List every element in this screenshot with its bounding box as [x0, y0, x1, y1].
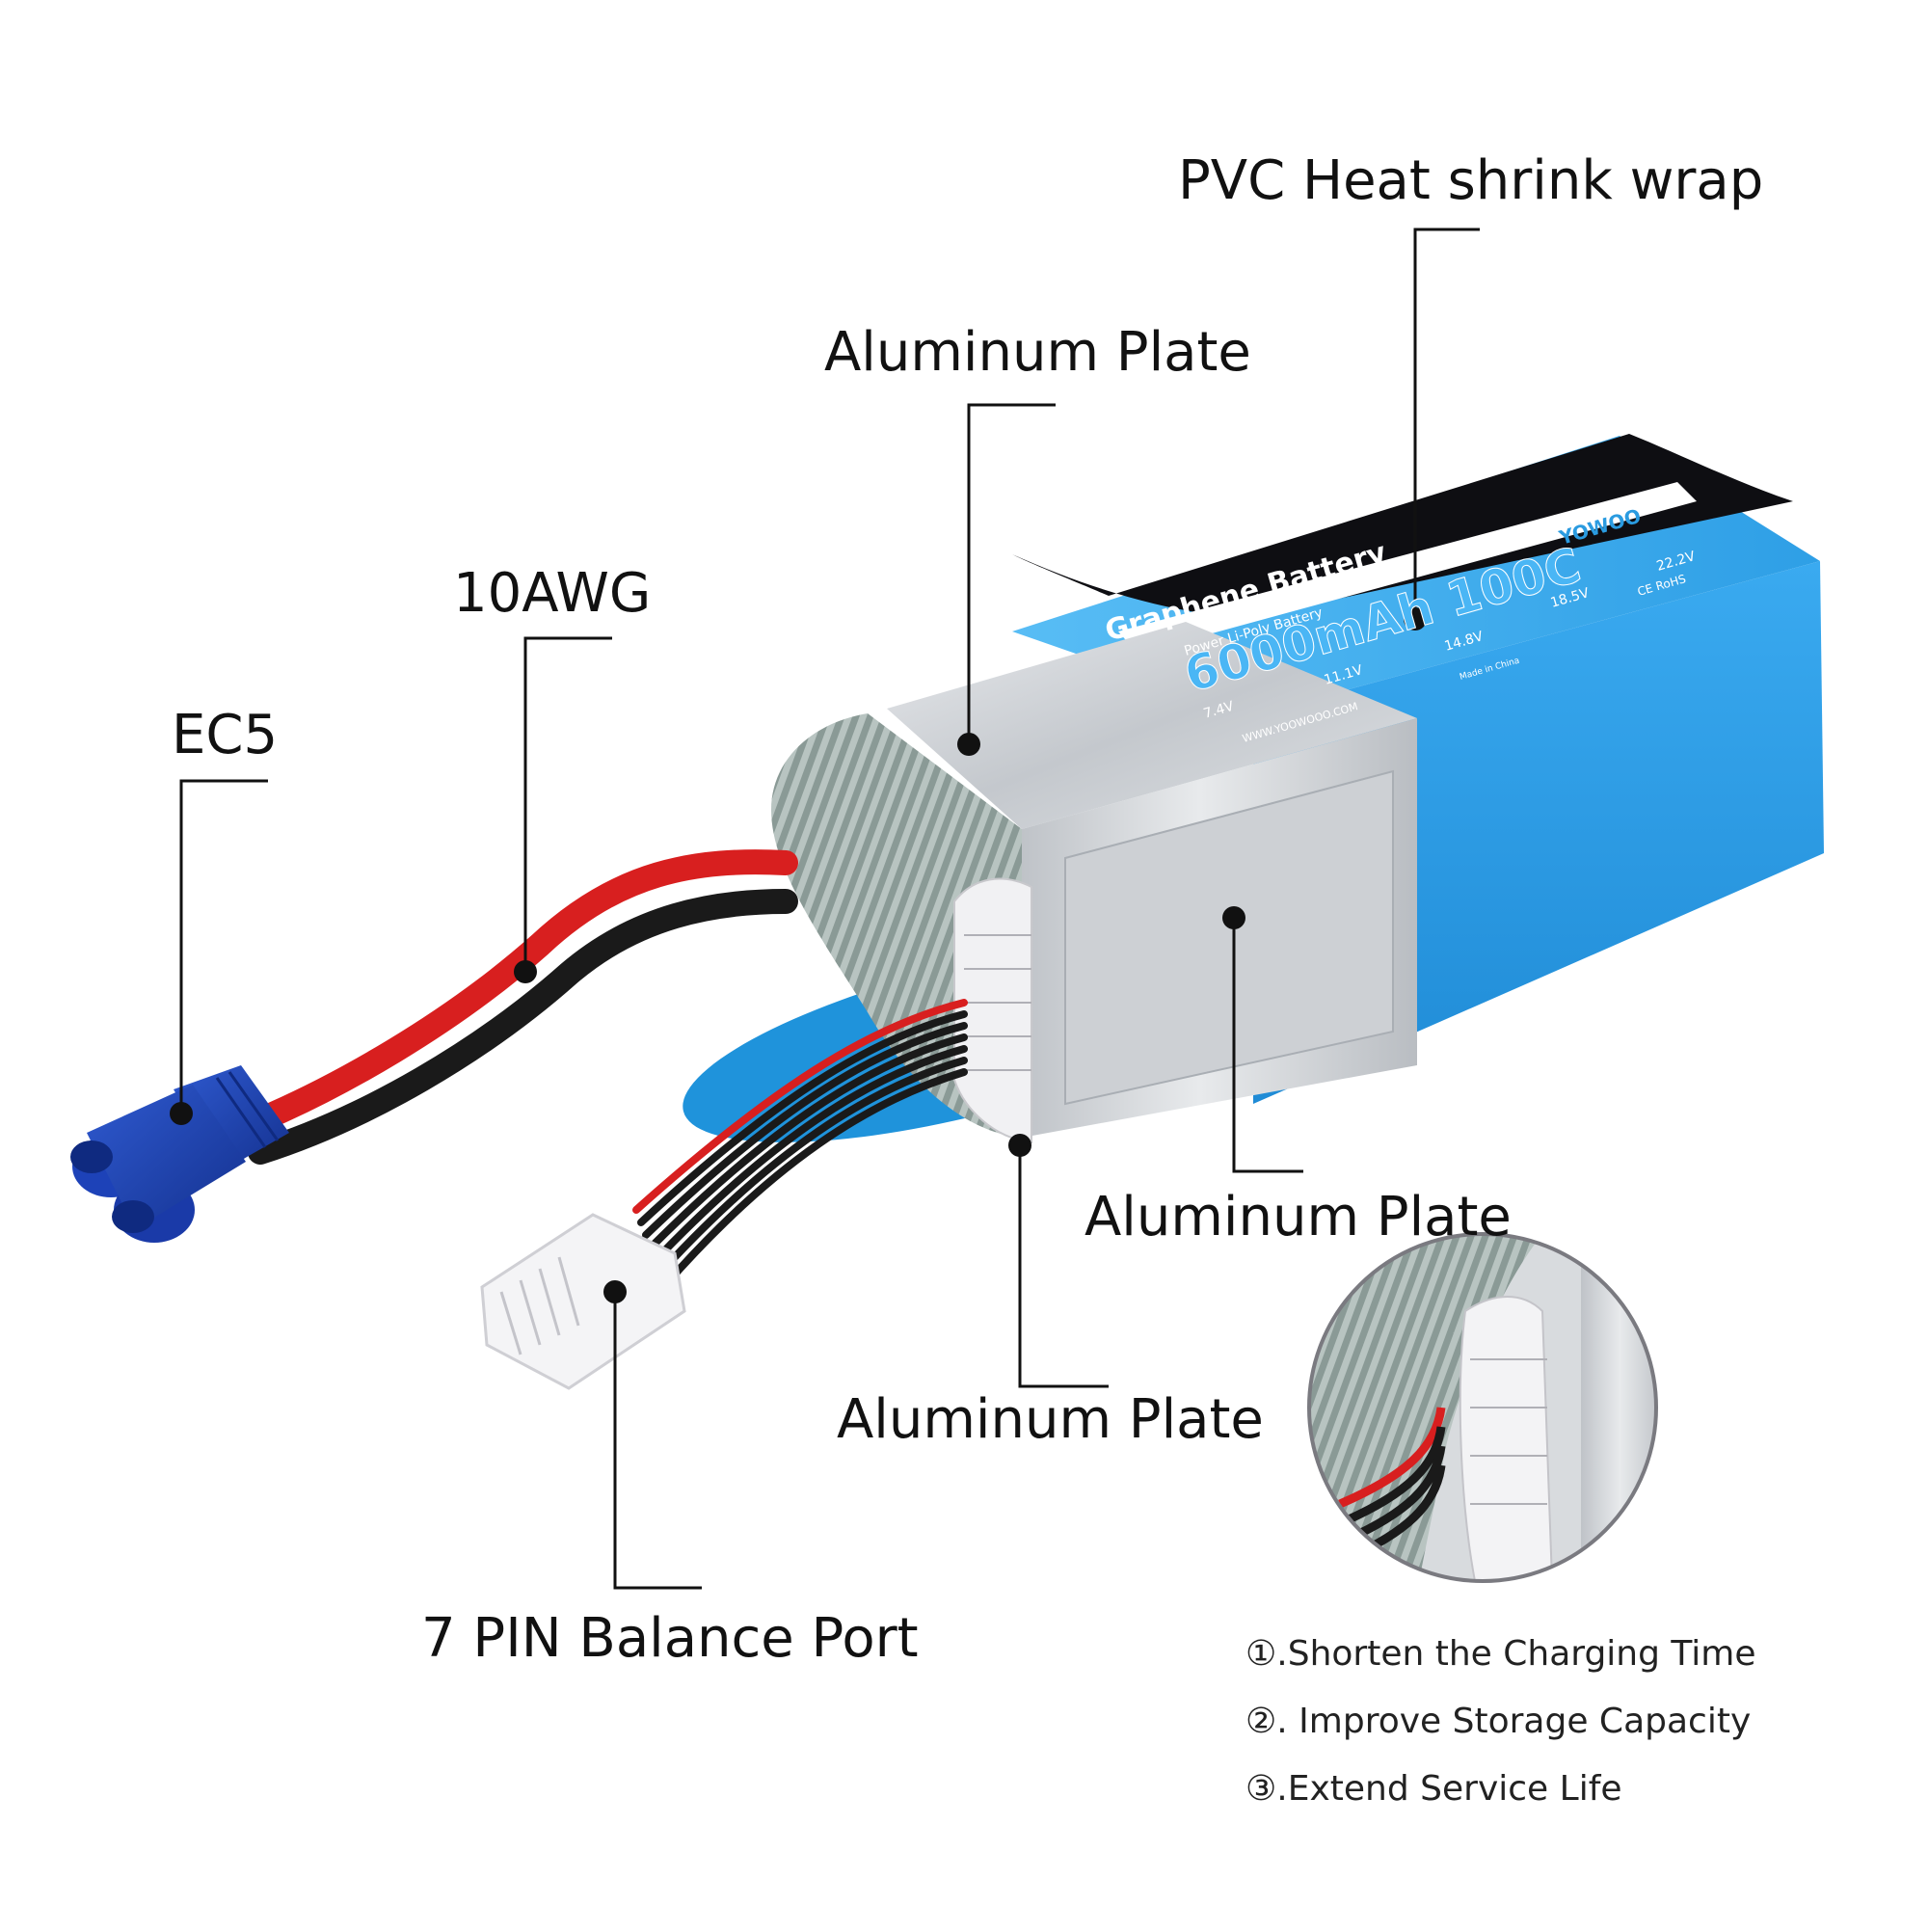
leader-lines — [179, 228, 1480, 1590]
leader-dots — [170, 607, 1427, 1303]
tab-end — [953, 877, 1032, 1144]
label-heat-shrink: PVC Heat shrink wrap — [1178, 149, 1764, 212]
feature-item-1: ①.Shorten the Charging Time — [1245, 1634, 1756, 1674]
wire-red — [228, 849, 798, 1140]
label-plate-side: Aluminum Plate — [1084, 1186, 1512, 1248]
tab-lines — [964, 934, 1031, 1071]
ec5-connector — [70, 1065, 289, 1243]
label-balance-port: 7 PIN Balance Port — [421, 1607, 919, 1670]
balance-plug — [480, 1213, 686, 1390]
label-plate-bottom: Aluminum Plate — [837, 1388, 1264, 1451]
feature-item-3: ③.Extend Service Life — [1245, 1769, 1622, 1809]
label-ec5: EC5 — [172, 704, 279, 766]
label-plate-top: Aluminum Plate — [824, 321, 1251, 384]
plate-top — [887, 622, 1417, 829]
zoom-detail — [1307, 1232, 1658, 1583]
balance-wires — [632, 999, 968, 1289]
label-stripe — [1118, 482, 1697, 654]
label-awg: 10AWG — [453, 562, 652, 625]
wrap-label — [1012, 434, 1793, 617]
feature-item-2: ②. Improve Storage Capacity — [1245, 1702, 1752, 1741]
wire-black — [248, 889, 798, 1165]
plate-side-inset — [1064, 769, 1394, 1106]
